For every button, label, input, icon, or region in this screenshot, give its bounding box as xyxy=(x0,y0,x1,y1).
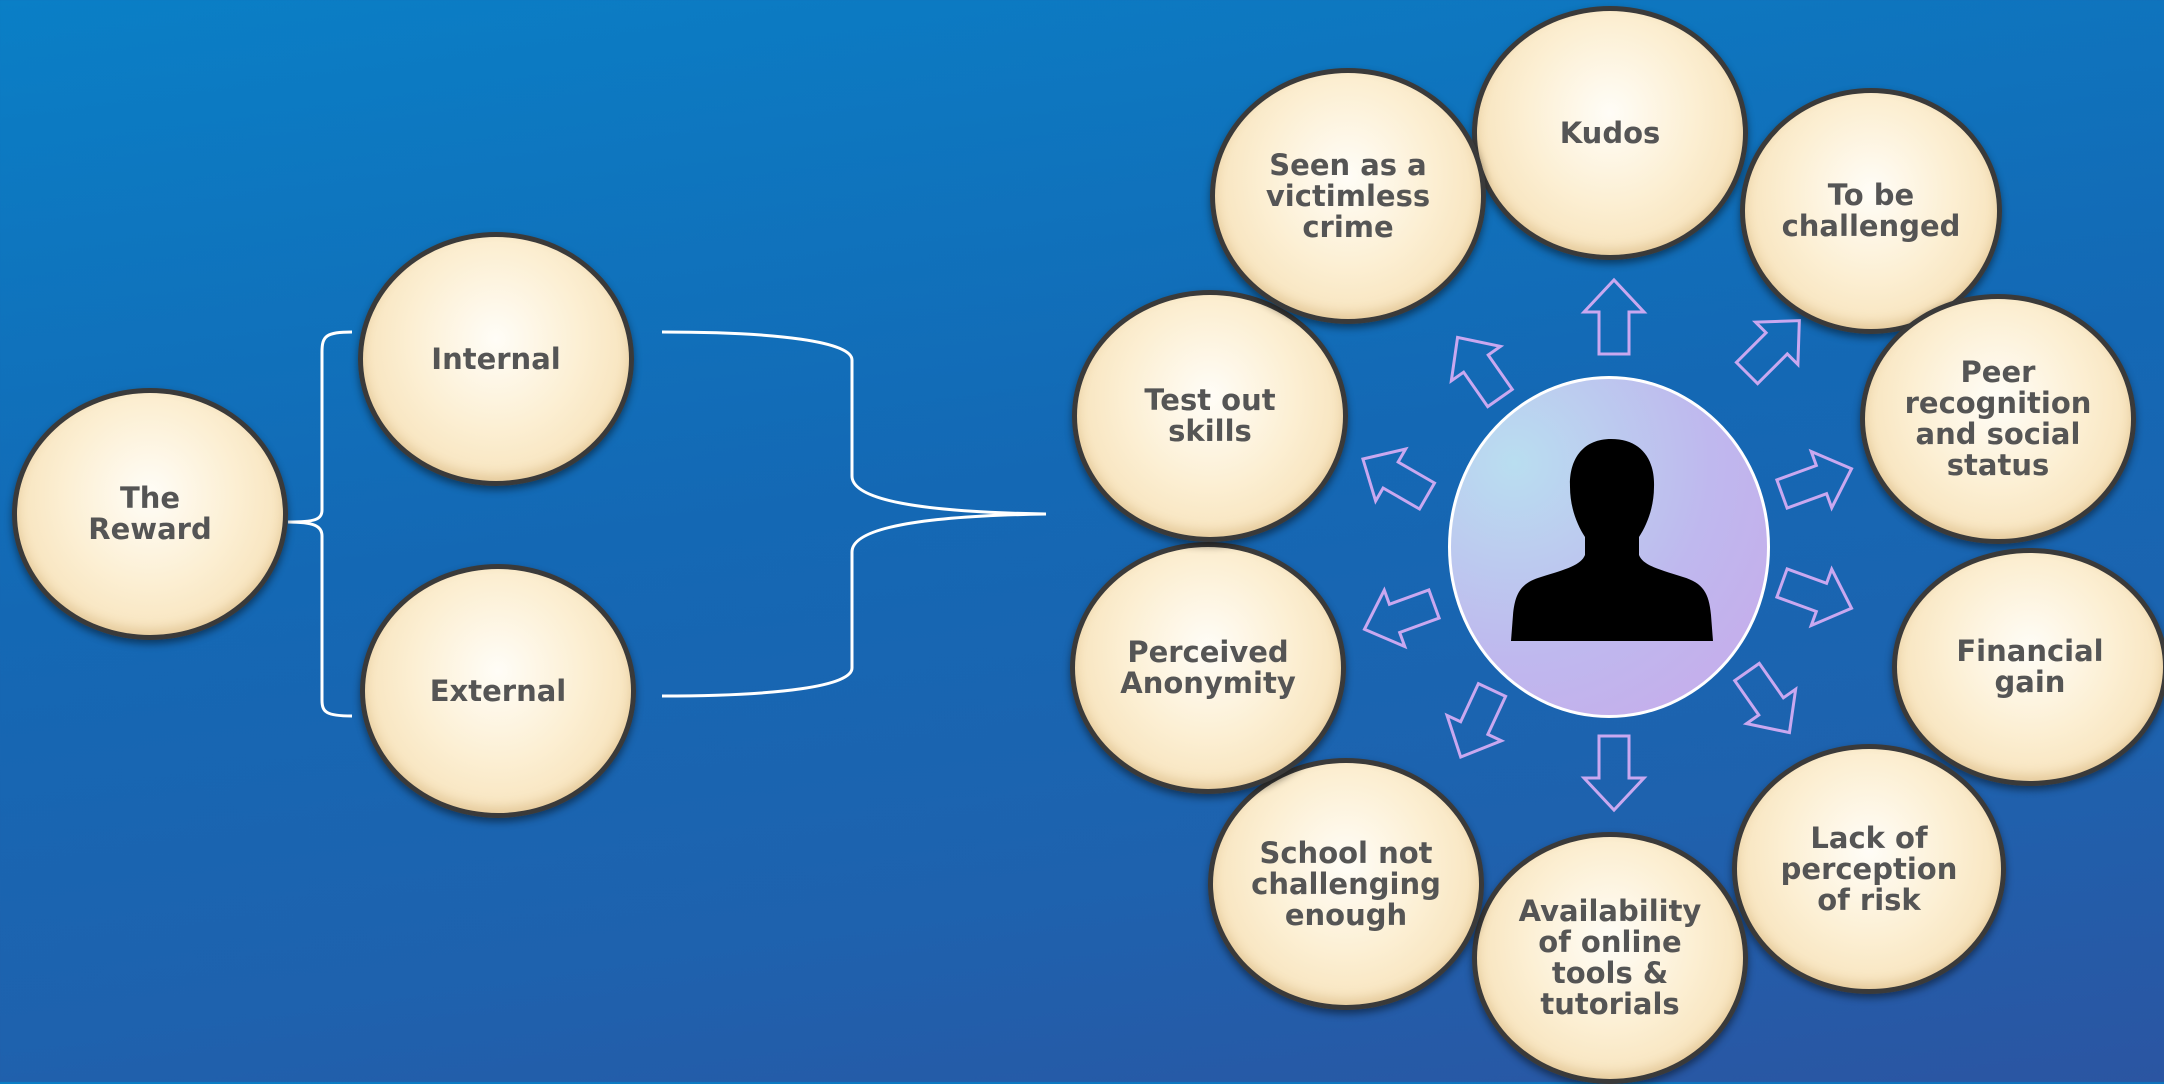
node-label: Peer recognition and social status xyxy=(1904,355,2092,482)
node-label: Internal xyxy=(431,341,561,376)
arrow-upright xyxy=(1734,319,1801,386)
node-the-reward: The Reward xyxy=(12,388,288,640)
right-brace xyxy=(661,330,1047,698)
node-perceived-anonymity: Perceived Anonymity xyxy=(1070,542,1346,794)
node-school-not-challenging: School not challenging enough xyxy=(1208,758,1484,1010)
node-internal: Internal xyxy=(358,232,634,486)
node-test-out-skills: Test out skills xyxy=(1072,290,1348,542)
node-victimless-crime: Seen as a victimless crime xyxy=(1210,68,1486,324)
arrow-up xyxy=(1580,277,1648,356)
arrow-downright xyxy=(1732,661,1798,735)
arrow-upleft xyxy=(1449,335,1515,409)
arrow-downleft xyxy=(1444,681,1508,760)
node-label: School not challenging enough xyxy=(1251,835,1441,932)
arrow-right-low xyxy=(1774,565,1854,629)
node-label: Perceived Anonymity xyxy=(1120,635,1296,700)
node-to-be-challenged: To be challenged xyxy=(1740,88,2002,334)
left-bracket xyxy=(287,330,353,718)
node-external: External xyxy=(360,564,636,818)
node-label: Seen as a victimless crime xyxy=(1265,147,1431,244)
node-financial-gain: Financial gain xyxy=(1892,548,2164,786)
node-label: Lack of perception of risk xyxy=(1780,820,1958,917)
arrow-left-high xyxy=(1361,446,1437,512)
person-silhouette-icon xyxy=(1511,439,1713,641)
node-kudos: Kudos xyxy=(1472,6,1748,260)
node-label: Kudos xyxy=(1559,115,1661,150)
node-label: To be challenged xyxy=(1781,178,1961,243)
arrow-down xyxy=(1580,734,1648,813)
node-peer-recognition: Peer recognition and social status xyxy=(1860,294,2136,544)
center-person xyxy=(1448,376,1770,718)
node-lack-of-perception: Lack of perception of risk xyxy=(1732,744,2006,994)
node-label: The Reward xyxy=(88,481,212,546)
arrow-right-high xyxy=(1774,448,1854,512)
arrow-left-low xyxy=(1362,586,1442,650)
node-label: External xyxy=(429,673,567,708)
node-label: Financial gain xyxy=(1956,634,2104,699)
node-label: Availability of online tools & tutorials xyxy=(1518,894,1702,1021)
node-label: Test out skills xyxy=(1144,383,1276,448)
